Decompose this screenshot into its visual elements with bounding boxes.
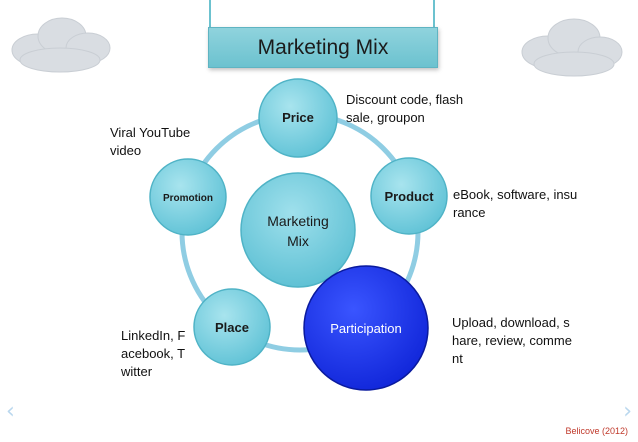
node-participation-label: Participation bbox=[330, 321, 402, 336]
node-product: Product bbox=[370, 157, 448, 235]
node-participation: Participation bbox=[303, 265, 429, 391]
center-label-line2: Mix bbox=[287, 233, 309, 249]
title-connector-right bbox=[433, 0, 435, 27]
node-price-label: Price bbox=[282, 110, 314, 125]
note-price: Discount code, flash sale, groupon bbox=[346, 92, 464, 125]
note-product: eBook, software, insu rance bbox=[453, 187, 578, 220]
note-promotion: Viral YouTube video bbox=[110, 125, 191, 158]
node-place-label: Place bbox=[215, 320, 249, 335]
node-promotion: Promotion bbox=[149, 158, 227, 236]
node-promotion-label: Promotion bbox=[163, 193, 213, 204]
node-product-label: Product bbox=[384, 189, 434, 204]
cloud-top-right bbox=[521, 18, 623, 77]
credit-text: Belicove (2012) bbox=[565, 426, 628, 436]
center-node: Marketing Mix bbox=[240, 172, 356, 288]
chevron-left-icon[interactable]: ‹ bbox=[6, 399, 15, 424]
note-participation: Upload, download, s hare, review, comme … bbox=[452, 315, 572, 366]
note-place: LinkedIn, F acebook, T witter bbox=[121, 328, 186, 379]
center-label-line1: Marketing bbox=[267, 213, 328, 229]
cloud-top-left bbox=[11, 17, 111, 73]
node-place: Place bbox=[193, 288, 271, 366]
node-price: Price bbox=[258, 78, 338, 158]
title-connector-left bbox=[209, 0, 211, 27]
diagram-title: Marketing Mix bbox=[208, 27, 438, 68]
chevron-right-icon[interactable]: › bbox=[623, 399, 632, 424]
